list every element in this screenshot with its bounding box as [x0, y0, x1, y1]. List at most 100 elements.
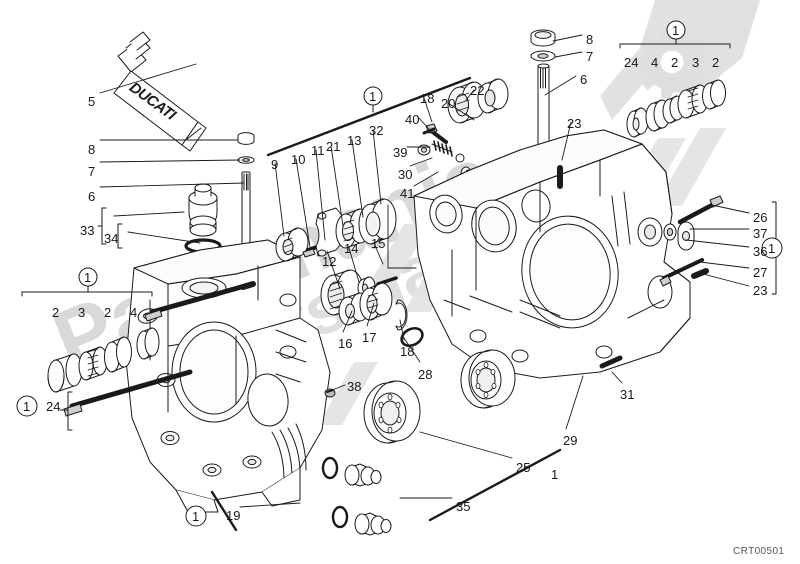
callout-number-8: 8 — [586, 32, 594, 47]
leader-line-29 — [565, 375, 584, 430]
callout-number-14: 14 — [344, 241, 359, 256]
bracket-right-item-0: 24 — [624, 55, 639, 70]
leader-line-26 — [711, 204, 750, 214]
callout-number-25: 25 — [516, 460, 531, 475]
callout-number-8: 8 — [88, 142, 96, 157]
circled-1-left: 1 — [84, 270, 92, 285]
callout-number-6: 6 — [580, 72, 588, 87]
part-17-bearing — [359, 282, 393, 321]
leader-line-21 — [330, 145, 344, 227]
callout-number-7: 7 — [586, 49, 594, 64]
callout-number-21: 21 — [326, 139, 341, 154]
circle-assembly-top — [363, 86, 383, 113]
callout-number-11: 11 — [311, 143, 325, 158]
leader-line-5 — [99, 63, 197, 94]
callout-number-34: 34 — [104, 231, 119, 246]
part-35-plug-b — [354, 512, 392, 536]
part-washer-top — [530, 50, 556, 62]
leader-line-6 — [99, 182, 245, 188]
leader-line-41 — [413, 171, 439, 187]
leader-line-38 — [326, 384, 346, 393]
part-31-dowel — [599, 355, 623, 369]
leader-line-27 — [699, 261, 750, 269]
callout-number-18: 18 — [420, 91, 435, 106]
part-32-ref — [387, 204, 417, 269]
reference-code: CRT00501 — [733, 546, 785, 557]
bracket-left-group — [21, 267, 153, 297]
callout-number-12: 12 — [322, 254, 337, 269]
callout-number-38: 38 — [347, 379, 362, 394]
leader-line-31 — [611, 371, 623, 384]
circled-1-bottom19: 1 — [192, 509, 200, 524]
leader-line-19 — [239, 502, 301, 508]
part-crankcase-left — [125, 239, 331, 513]
leader-line-23 — [702, 273, 750, 287]
part-35-plug-a — [344, 463, 382, 487]
callout-number-22: 22 — [470, 83, 485, 98]
leader-line-9 — [274, 162, 285, 237]
callout-number-6: 6 — [88, 189, 96, 204]
bracket-right-item-3: 3 — [692, 55, 700, 70]
callout-number-9: 9 — [271, 157, 279, 172]
part-38-plug — [324, 388, 336, 398]
callout-number-28: 28 — [418, 367, 433, 382]
leader-line-10 — [295, 158, 311, 248]
callout-number-17: 17 — [362, 330, 377, 345]
leader-line-30 — [409, 157, 433, 167]
part-18-top — [417, 127, 436, 156]
callout-number-29: 29 — [563, 433, 578, 448]
callout-number-16: 16 — [338, 336, 353, 351]
leader-line-18 — [423, 97, 433, 123]
part-27-bolt — [659, 258, 704, 287]
callout-number-13: 13 — [347, 133, 362, 148]
part-19-oring-b — [331, 505, 349, 529]
leader-line-15 — [373, 242, 384, 265]
leader-line-7 — [99, 159, 241, 163]
part-09-bearing — [275, 227, 309, 262]
leader-line-14 — [348, 247, 360, 283]
callout-number-36: 36 — [753, 244, 768, 259]
leader-line-32 — [372, 129, 382, 205]
leader-line-36 — [685, 239, 750, 248]
part-39-spring — [431, 140, 453, 157]
callout-number-23: 23 — [567, 116, 582, 131]
assembly-boundary-lines — [210, 76, 562, 532]
part-26-bolt — [677, 195, 724, 225]
leader-line-34 — [127, 231, 201, 244]
callout-number-30: 30 — [398, 167, 413, 182]
callout-number-18: 18 — [400, 344, 415, 359]
leader-lines — [99, 34, 750, 508]
part-13-bearing — [358, 198, 397, 245]
part-left-bearing-stack — [47, 327, 160, 393]
callout-number-19: 19 — [226, 508, 241, 523]
callout-number-41: 41 — [400, 186, 415, 201]
part-19-oring-a — [321, 456, 339, 480]
leader-line-28 — [403, 337, 421, 363]
part-18-circlip — [395, 299, 408, 331]
leader-line-12 — [326, 250, 341, 290]
callout-number-7: 7 — [88, 164, 96, 179]
bracket-left-item-3: 4 — [130, 305, 138, 320]
circled-1-right: 1 — [672, 23, 680, 38]
bracket-left-item-0: 2 — [52, 305, 60, 320]
callout-number-40: 40 — [405, 112, 420, 127]
leader-line-17 — [366, 302, 375, 327]
part-36-nut — [677, 221, 695, 251]
bracket-bottom-19 — [185, 505, 207, 527]
leader-line-23 — [561, 121, 572, 161]
bracket-right-item-4: 2 — [712, 55, 720, 70]
circled-1-bolt24: 1 — [23, 399, 31, 414]
bracket-left-item-2: 2 — [104, 305, 112, 320]
circled-1-assembly-top: 1 — [369, 89, 377, 104]
part-37-washer — [663, 223, 677, 241]
leader-line-11 — [315, 149, 326, 241]
bolt-24-label: 24 — [46, 399, 61, 414]
callout-number-32: 32 — [369, 123, 384, 138]
part-right-bearing-stack — [626, 79, 726, 138]
leader-line-18 — [399, 319, 405, 341]
callout-number-31: 31 — [620, 387, 635, 402]
bracket-right-item-1: 4 — [651, 55, 659, 70]
bracket-right-fasteners — [761, 201, 783, 295]
